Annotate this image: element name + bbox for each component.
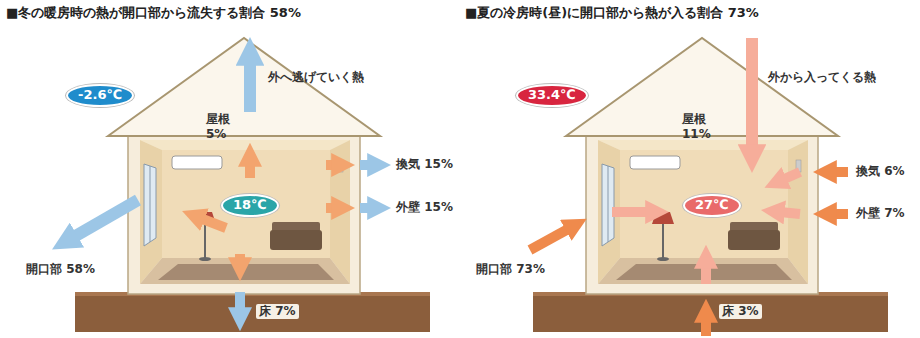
part-percentage: 換気 15% [396,157,453,172]
part-percentage: 外壁 15% [396,200,453,215]
part-percentage: 換気 6% [856,164,905,179]
part-percentage: 開口部 58% [26,262,95,277]
heat-arrow [244,60,256,112]
part-percentage: 屋根 11% [682,112,714,142]
heat-arrow [780,212,800,214]
heat-arrow [360,203,372,213]
heat-arrow [360,160,372,170]
heat-arrow [72,200,138,238]
panel-title: ■冬の暖房時の熱が開口部から流失する割合 58% [6,5,301,21]
temperature-text: 33.4℃ [528,87,576,102]
part-percentage: 開口部 73% [476,262,545,277]
heat-arrow [245,162,255,178]
part-percentage: 床 3% [719,304,762,319]
winter-arrows [72,60,372,312]
heat-arrow [530,228,570,250]
heat-arrow [701,318,711,336]
heat-arrow [200,218,226,228]
heat-arrow [832,209,848,219]
part-percentage: 床 7% [256,304,299,319]
temperature-text: 27℃ [695,197,729,212]
heat-arrow [701,264,711,284]
heat-arrow [832,167,848,177]
heat-arrow [235,254,245,262]
heat-arrow [235,292,245,312]
winter-house [75,38,430,332]
temperature-text: 18℃ [233,197,267,212]
part-percentage: 外壁 7% [856,206,905,221]
temperature-badge: 27℃ [683,194,741,217]
temperature-badge: 33.4℃ [516,84,588,107]
temperature-badge: -2.6℃ [66,84,134,107]
heat-arrow [612,207,650,217]
heat-arrow [782,172,800,180]
panel-title: ■夏の冷房時(昼)に開口部から熱が入る割合 73% [465,5,759,21]
heat-arrow [326,203,336,213]
heat-arrow [746,38,758,150]
temperature-text: -2.6℃ [78,87,122,102]
arrow-caption: 外へ逃げていく熱 [268,70,364,85]
arrow-caption: 外から入ってくる熱 [768,70,876,85]
summer-house [533,38,888,332]
heat-arrow [326,160,336,170]
part-percentage: 屋根 5% [206,112,236,142]
temperature-badge: 18℃ [221,194,279,217]
